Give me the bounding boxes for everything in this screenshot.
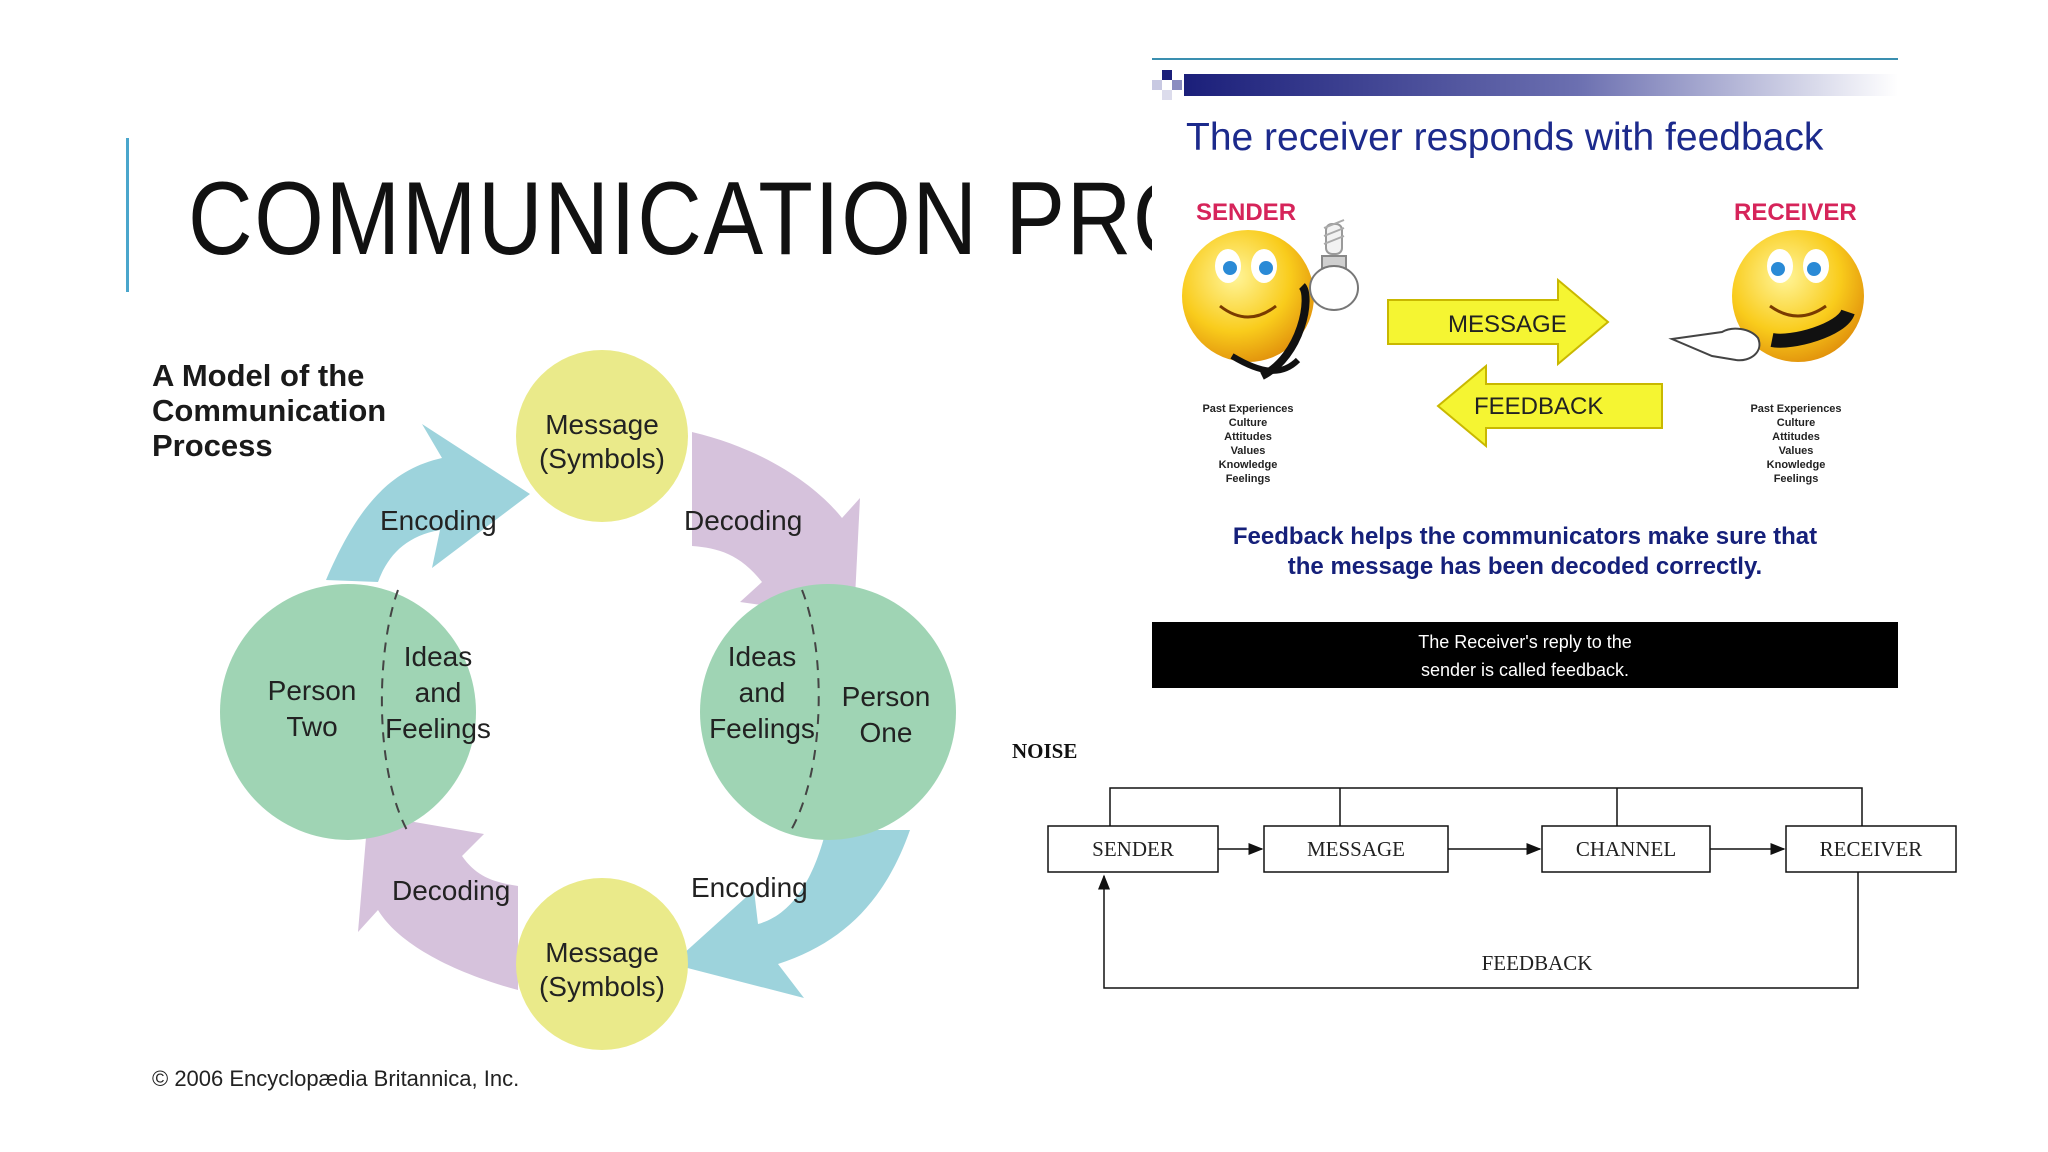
sender-box [1047, 825, 1219, 873]
person-two-ideas-line-1: Ideas [404, 641, 473, 672]
person-one-divider [789, 589, 820, 833]
feedback-arrow-label: FEEDBACK [1474, 393, 1603, 420]
model-heading-line-3: Process [152, 428, 273, 463]
feedback-arrow [1436, 363, 1663, 449]
receiver-trait: Culture [1777, 417, 1816, 429]
copyright-text: © 2006 Encyclopædia Britannica, Inc. [152, 1066, 519, 1091]
person-one-ideas-line-1: Ideas [728, 641, 797, 672]
message-circle-bottom [516, 878, 688, 1050]
sender-trait: Past Experiences [1202, 403, 1293, 415]
person-one-ideas-line-3: Feelings [709, 713, 815, 744]
title-accent-bar [126, 138, 129, 292]
receiver-box-label: RECEIVER [1820, 837, 1923, 861]
encoding-arrow-top [326, 424, 530, 582]
sender-trait: Values [1231, 445, 1266, 457]
person-two-ideas-line-3: Feelings [385, 713, 491, 744]
sender-smiley-icon [1182, 230, 1314, 380]
message-box [1263, 825, 1449, 873]
receiver-box [1785, 825, 1957, 873]
panel-heading: The receiver responds with feedback [1186, 116, 1824, 159]
model-heading-line-1: A Model of the [152, 358, 364, 393]
lightbulb-icon [1309, 219, 1359, 311]
decoding-arrow-top [692, 432, 860, 618]
sender-box-label: SENDER [1092, 837, 1174, 861]
feedback-caption-line-1: Feedback helps the communicators make su… [1233, 523, 1817, 550]
feedback-panel: The receiver responds with feedback SEND… [1152, 56, 1898, 688]
encoding-label-bottom: Encoding [691, 872, 808, 903]
model-heading-line-2: Communication [152, 393, 386, 428]
sender-trait: Culture [1229, 417, 1268, 429]
message-bottom-line-1: Message [545, 937, 659, 968]
banner-square-dark [1162, 70, 1172, 80]
message-bottom-line-2: (Symbols) [539, 971, 665, 1002]
receiver-smiley-icon [1732, 230, 1864, 362]
encoding-label-top: Encoding [380, 505, 497, 536]
message-top-line-1: Message [545, 409, 659, 440]
person-one-name-line-1: Person [842, 681, 931, 712]
message-top-line-2: (Symbols) [539, 443, 665, 474]
feedback-caption-line-2: the message has been decoded correctly. [1288, 553, 1762, 580]
message-arrow-label: MESSAGE [1448, 311, 1567, 338]
noise-label: NOISE [1012, 739, 1077, 763]
communication-model-diagram: A Model of the Communication Process Enc… [152, 350, 956, 1091]
panel-top-rule [1152, 58, 1898, 60]
person-one-circle [700, 584, 956, 840]
message-arrow [1387, 277, 1610, 367]
channel-box [1541, 825, 1711, 873]
sender-trait: Feelings [1226, 473, 1271, 485]
decoding-label-top: Decoding [684, 505, 802, 536]
encoding-arrow-bottom [672, 830, 910, 998]
sender-trait: Knowledge [1219, 459, 1278, 471]
decoding-label-bottom: Decoding [392, 875, 510, 906]
noise-model-diagram: NOISE SENDER MESSAGE CHANNEL RECEIVER FE… [1012, 739, 1957, 989]
person-one-name-line-2: One [860, 717, 913, 748]
noise-connector [1109, 787, 1863, 826]
receiver-trait: Feelings [1774, 473, 1819, 485]
feedback-footer-bar [1152, 622, 1898, 688]
receiver-trait: Knowledge [1767, 459, 1826, 471]
message-box-label: MESSAGE [1307, 837, 1405, 861]
person-two-ideas-line-2: and [415, 677, 462, 708]
sender-label: SENDER [1196, 199, 1296, 226]
receiver-trait: Past Experiences [1750, 403, 1841, 415]
feedback-loop-line [1098, 872, 1859, 989]
receiver-trait: Attitudes [1772, 431, 1820, 443]
person-two-divider [380, 589, 409, 833]
person-two-name-line-1: Person [268, 675, 357, 706]
person-two-name-line-2: Two [286, 711, 337, 742]
receiver-trait: Values [1779, 445, 1814, 457]
banner-square-mid [1172, 80, 1182, 90]
person-one-ideas-line-2: and [739, 677, 786, 708]
message-circle-top [516, 350, 688, 522]
pointing-hand-icon [1668, 327, 1761, 362]
feedback-loop-label: FEEDBACK [1482, 951, 1593, 975]
receiver-label: RECEIVER [1734, 199, 1857, 226]
sender-trait: Attitudes [1224, 431, 1272, 443]
channel-box-label: CHANNEL [1576, 837, 1676, 861]
feedback-footer-line-2: sender is called feedback. [1421, 660, 1629, 680]
panel-banner [1184, 74, 1898, 96]
banner-square-light [1152, 80, 1162, 90]
person-two-circle [220, 584, 476, 840]
feedback-footer-line-1: The Receiver's reply to the [1418, 632, 1632, 652]
decoding-arrow-bottom [358, 814, 518, 990]
banner-square-pale [1162, 90, 1172, 100]
